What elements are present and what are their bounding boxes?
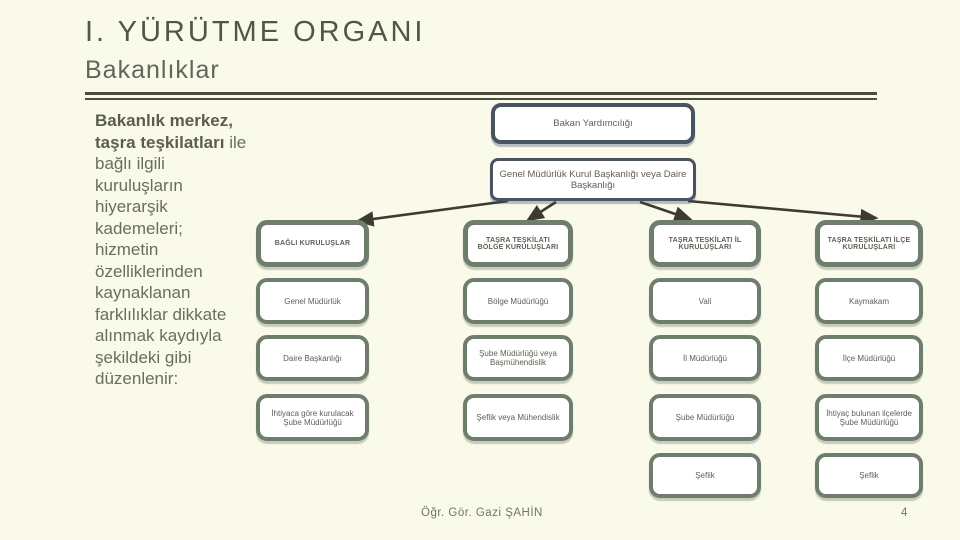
org-box: İlçe Müdürlüğü bbox=[815, 335, 923, 381]
slide-title: I. YÜRÜTME ORGANI bbox=[85, 16, 426, 48]
column-header-ilce-kuruluslari: TAŞRA TEŞKİLATI İLÇE KURULUŞLARI bbox=[815, 220, 923, 267]
connector-arrow bbox=[687, 199, 879, 225]
page-number: 4 bbox=[901, 507, 908, 519]
org-box: Genel Müdürlük bbox=[256, 278, 369, 324]
org-box: Şeflik bbox=[649, 453, 761, 498]
org-box: Şeflik bbox=[815, 453, 923, 498]
org-box: İl Müdürlüğü bbox=[649, 335, 761, 381]
intro-text: Bakanlık merkez, taşra teşkilatları ile … bbox=[95, 110, 247, 390]
org-box: Daire Başkanlığı bbox=[256, 335, 369, 381]
org-box: Bölge Müdürlüğü bbox=[463, 278, 573, 324]
connector-arrow bbox=[525, 200, 557, 222]
connector-arrow bbox=[355, 199, 509, 227]
connector-arrow bbox=[639, 200, 693, 222]
column-header-il-kuruluslari: TAŞRA TEŞKİLATI İL KURULUŞLARI bbox=[649, 220, 761, 267]
org-box-bakan-yardimciligi: Bakan Yardımcılığı bbox=[491, 103, 695, 144]
org-box: İhtiyaca göre kurulacak Şube Müdürlüğü bbox=[256, 394, 369, 441]
org-box: Şube Müdürlüğü bbox=[649, 394, 761, 441]
org-box: İhtiyaç bulunan ilçelerde Şube Müdürlüğü bbox=[815, 394, 923, 441]
org-box-genel-mudurluk-kurul: Genel Müdürlük Kurul Başkanlığı veya Dai… bbox=[490, 158, 696, 201]
column-header-bagli-kuruluslar: BAĞLI KURULUŞLAR bbox=[256, 220, 369, 267]
org-box: Şube Müdürlüğü veya Başmühendislik bbox=[463, 335, 573, 381]
intro-text-bold: Bakanlık merkez, taşra teşkilatları bbox=[95, 111, 233, 152]
title-divider bbox=[85, 92, 877, 100]
column-header-bolge-kuruluslari: TAŞRA TEŞKİLATI BÖLGE KURULUŞLARI bbox=[463, 220, 573, 267]
slide-subtitle: Bakanlıklar bbox=[85, 56, 220, 84]
footer-author: Öğr. Gör. Gazi ŞAHİN bbox=[421, 507, 543, 519]
org-box: Vali bbox=[649, 278, 761, 324]
intro-text-rest: ile bağlı ilgili kuruluşların hiyerarşik… bbox=[95, 132, 247, 389]
org-box: Şeflik veya Mühendislik bbox=[463, 394, 573, 441]
org-box: Kaymakam bbox=[815, 278, 923, 324]
